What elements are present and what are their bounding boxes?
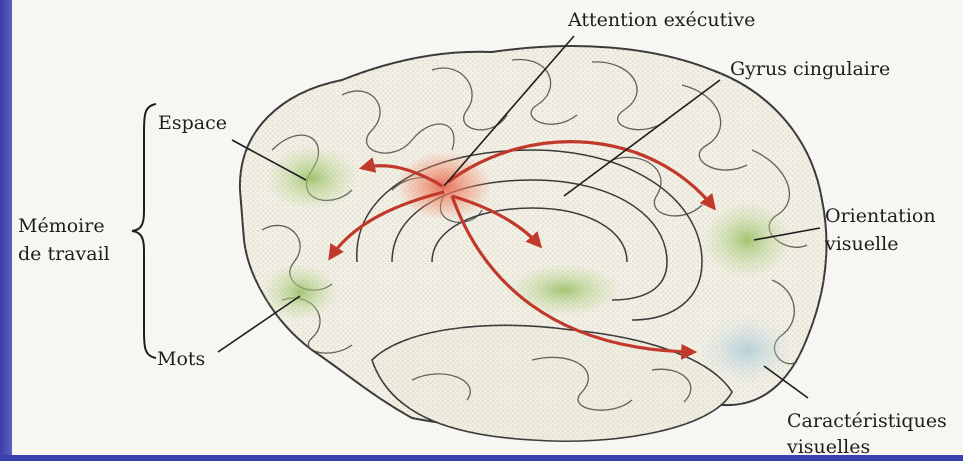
highlight-orientation: [703, 202, 791, 278]
label-mots: Mots: [157, 348, 205, 370]
label-orientation-line1: Orientation: [825, 205, 936, 227]
label-memoire-line1: Mémoire: [18, 215, 105, 237]
label-caracteristiques-line1: Caractéristiques: [787, 410, 947, 432]
highlight-mots: [262, 264, 338, 320]
highlight-caracteristiques: [701, 316, 793, 384]
label-gyrus-cingulaire: Gyrus cingulaire: [730, 58, 890, 80]
slide-bottom-bar: [0, 455, 963, 461]
slide-left-edge: [0, 0, 12, 461]
label-caracteristiques-line2: visuelles: [787, 436, 870, 455]
brace-icon: [130, 102, 160, 360]
label-orientation-line2: visuelle: [825, 233, 898, 255]
label-attention-executive: Attention exécutive: [568, 9, 755, 31]
label-espace: Espace: [158, 112, 227, 134]
label-memoire-line2: de travail: [18, 243, 110, 265]
highlight-espace: [266, 146, 358, 210]
highlight-gyrus: [508, 264, 620, 316]
figure-page: Attention exécutive Gyrus cingulaire Esp…: [12, 0, 963, 455]
